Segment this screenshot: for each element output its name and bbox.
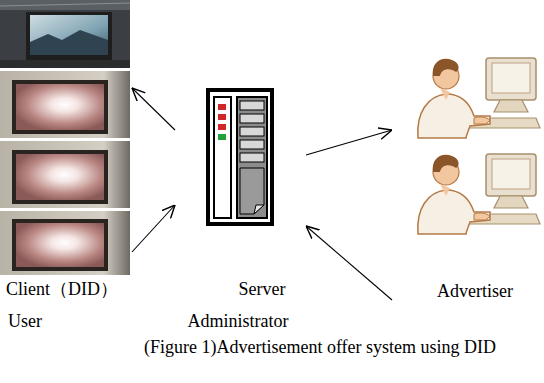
flow-arrow xyxy=(306,130,392,155)
client-group: Client（DID） User xyxy=(0,0,132,336)
did-photo-part xyxy=(0,60,130,68)
advertiser-clipart-part xyxy=(492,159,530,189)
advertiser-clipart xyxy=(418,154,540,234)
did-photo xyxy=(0,211,130,275)
flow-arrow xyxy=(306,226,392,300)
did-photo xyxy=(0,71,130,138)
advertiser-clipart-part xyxy=(492,63,530,93)
node-label: Client（DID） xyxy=(6,278,118,300)
did-photo xyxy=(0,0,130,68)
flow-arrow xyxy=(132,88,175,130)
figure-caption: (Figure 1)Advertisement offer system usi… xyxy=(142,337,498,358)
advertiser-clipart-part xyxy=(440,88,450,100)
advertiser-group: Advertiser xyxy=(392,40,542,310)
node-label: Administrator xyxy=(188,310,289,332)
did-photo-part xyxy=(12,80,108,134)
server-icon-part xyxy=(240,127,264,136)
advertiser-clipart-part xyxy=(440,184,450,196)
node-label: Advertiser xyxy=(437,280,513,302)
did-photo xyxy=(0,141,130,208)
did-photo-part xyxy=(0,211,130,275)
did-photo-part xyxy=(0,0,130,68)
did-photo-part xyxy=(0,0,130,10)
server-icon-part xyxy=(240,153,264,162)
server-icon-part xyxy=(237,97,267,218)
server-icon-part xyxy=(208,90,272,224)
server-icon-part xyxy=(218,124,226,130)
did-photo-part xyxy=(0,141,130,208)
advertiser-clipart-part xyxy=(474,117,490,124)
advertiser-clipart-part xyxy=(418,94,490,138)
node-label: Server xyxy=(239,278,286,300)
server-icon-part xyxy=(214,97,231,218)
server-icon-part xyxy=(240,114,264,123)
server-icon-part xyxy=(218,104,226,110)
advertiser-clipart-part xyxy=(494,100,528,112)
did-photo-part xyxy=(30,30,108,55)
server-icon xyxy=(208,90,272,224)
did-photo-part xyxy=(0,71,130,138)
did-photo-part xyxy=(16,223,104,267)
advertiser-clipart-part xyxy=(433,59,459,76)
did-photo-part xyxy=(30,15,108,55)
did-photo-part xyxy=(16,154,104,200)
server-icon-part xyxy=(240,101,264,110)
server-icon-part xyxy=(254,205,264,214)
node-label: User xyxy=(8,310,42,332)
advertiser-clipart-part xyxy=(486,58,536,100)
advertiser-clipart-part xyxy=(486,154,536,196)
server-icon-part xyxy=(240,168,264,214)
did-photo-part xyxy=(16,84,104,130)
did-photo-part xyxy=(12,219,108,271)
did-photo-part xyxy=(0,3,130,6)
advertiser-clipart-part xyxy=(474,213,490,220)
server-group: ServerAdministrator xyxy=(175,86,306,336)
did-photo-part xyxy=(26,12,112,60)
advertiser-clipart-part xyxy=(433,155,459,172)
server-icon-part xyxy=(218,114,226,120)
advertiser-clipart-part xyxy=(418,190,490,234)
did-photo-part xyxy=(12,150,108,204)
flow-arrow xyxy=(132,205,175,252)
advertiser-clipart-part xyxy=(494,196,528,208)
server-icon-part xyxy=(240,140,264,149)
server-icon-part xyxy=(218,134,226,140)
advertiser-clipart xyxy=(418,58,540,138)
